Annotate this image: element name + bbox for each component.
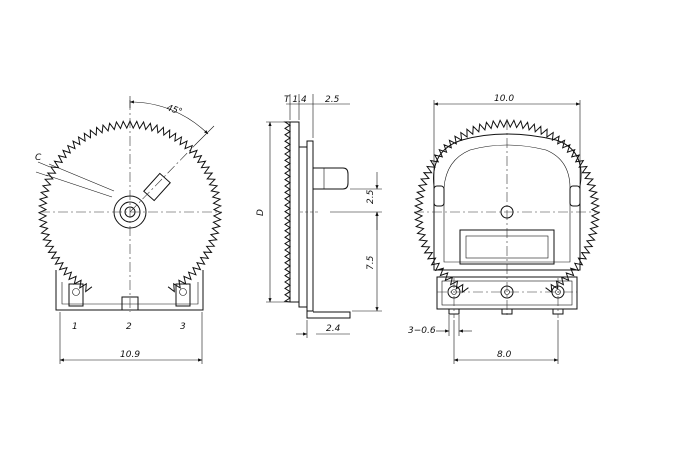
front-view: 45° C 1 2 3 10.9: [35, 96, 223, 364]
pin-label-1: 1: [72, 322, 78, 332]
side-shaft: [313, 167, 349, 190]
angle-dimension-arc: [129, 100, 209, 135]
pin-height-label: 7.5: [366, 255, 376, 270]
rear-view: 10.0 3−0.6 8.0: [408, 94, 601, 364]
side-mount-bracket: [306, 311, 351, 319]
rear-clip-right: [569, 185, 581, 207]
rear-housing-inner: [443, 144, 571, 263]
front-terminal-1: [68, 283, 84, 307]
pin-label-2: 2: [126, 322, 132, 332]
thickness-label: T 1.4: [284, 95, 307, 105]
side-housing-plate: [298, 146, 308, 308]
tooth-pitch-label: C: [35, 153, 42, 163]
side-knurled-edge: [283, 121, 291, 303]
front-slider-knob: [143, 172, 171, 202]
diameter-label: D: [256, 209, 266, 216]
shaft-height-label: 2.5: [366, 189, 376, 204]
front-width-label: 10.9: [120, 350, 140, 360]
pin-offset-label: 2.4: [326, 324, 341, 334]
pin-label-3: 3: [180, 322, 186, 332]
front-terminal-3: [175, 283, 191, 307]
rear-width-label: 10.0: [494, 94, 514, 104]
side-wheel-body: [289, 121, 300, 303]
pin-count-label: 3−0.6: [408, 326, 436, 336]
rear-housing: [433, 133, 582, 271]
side-view: T 1.4 2.5 D 2.5 7.5 2.4: [256, 94, 382, 338]
rear-clip-left: [433, 185, 445, 207]
pin-pitch-label: 8.0: [497, 350, 512, 360]
angle-label: 45°: [165, 103, 183, 117]
front-terminal-2: [121, 296, 139, 311]
side-frame-plate: [306, 140, 314, 312]
shaft-length-label: 2.5: [325, 95, 340, 105]
